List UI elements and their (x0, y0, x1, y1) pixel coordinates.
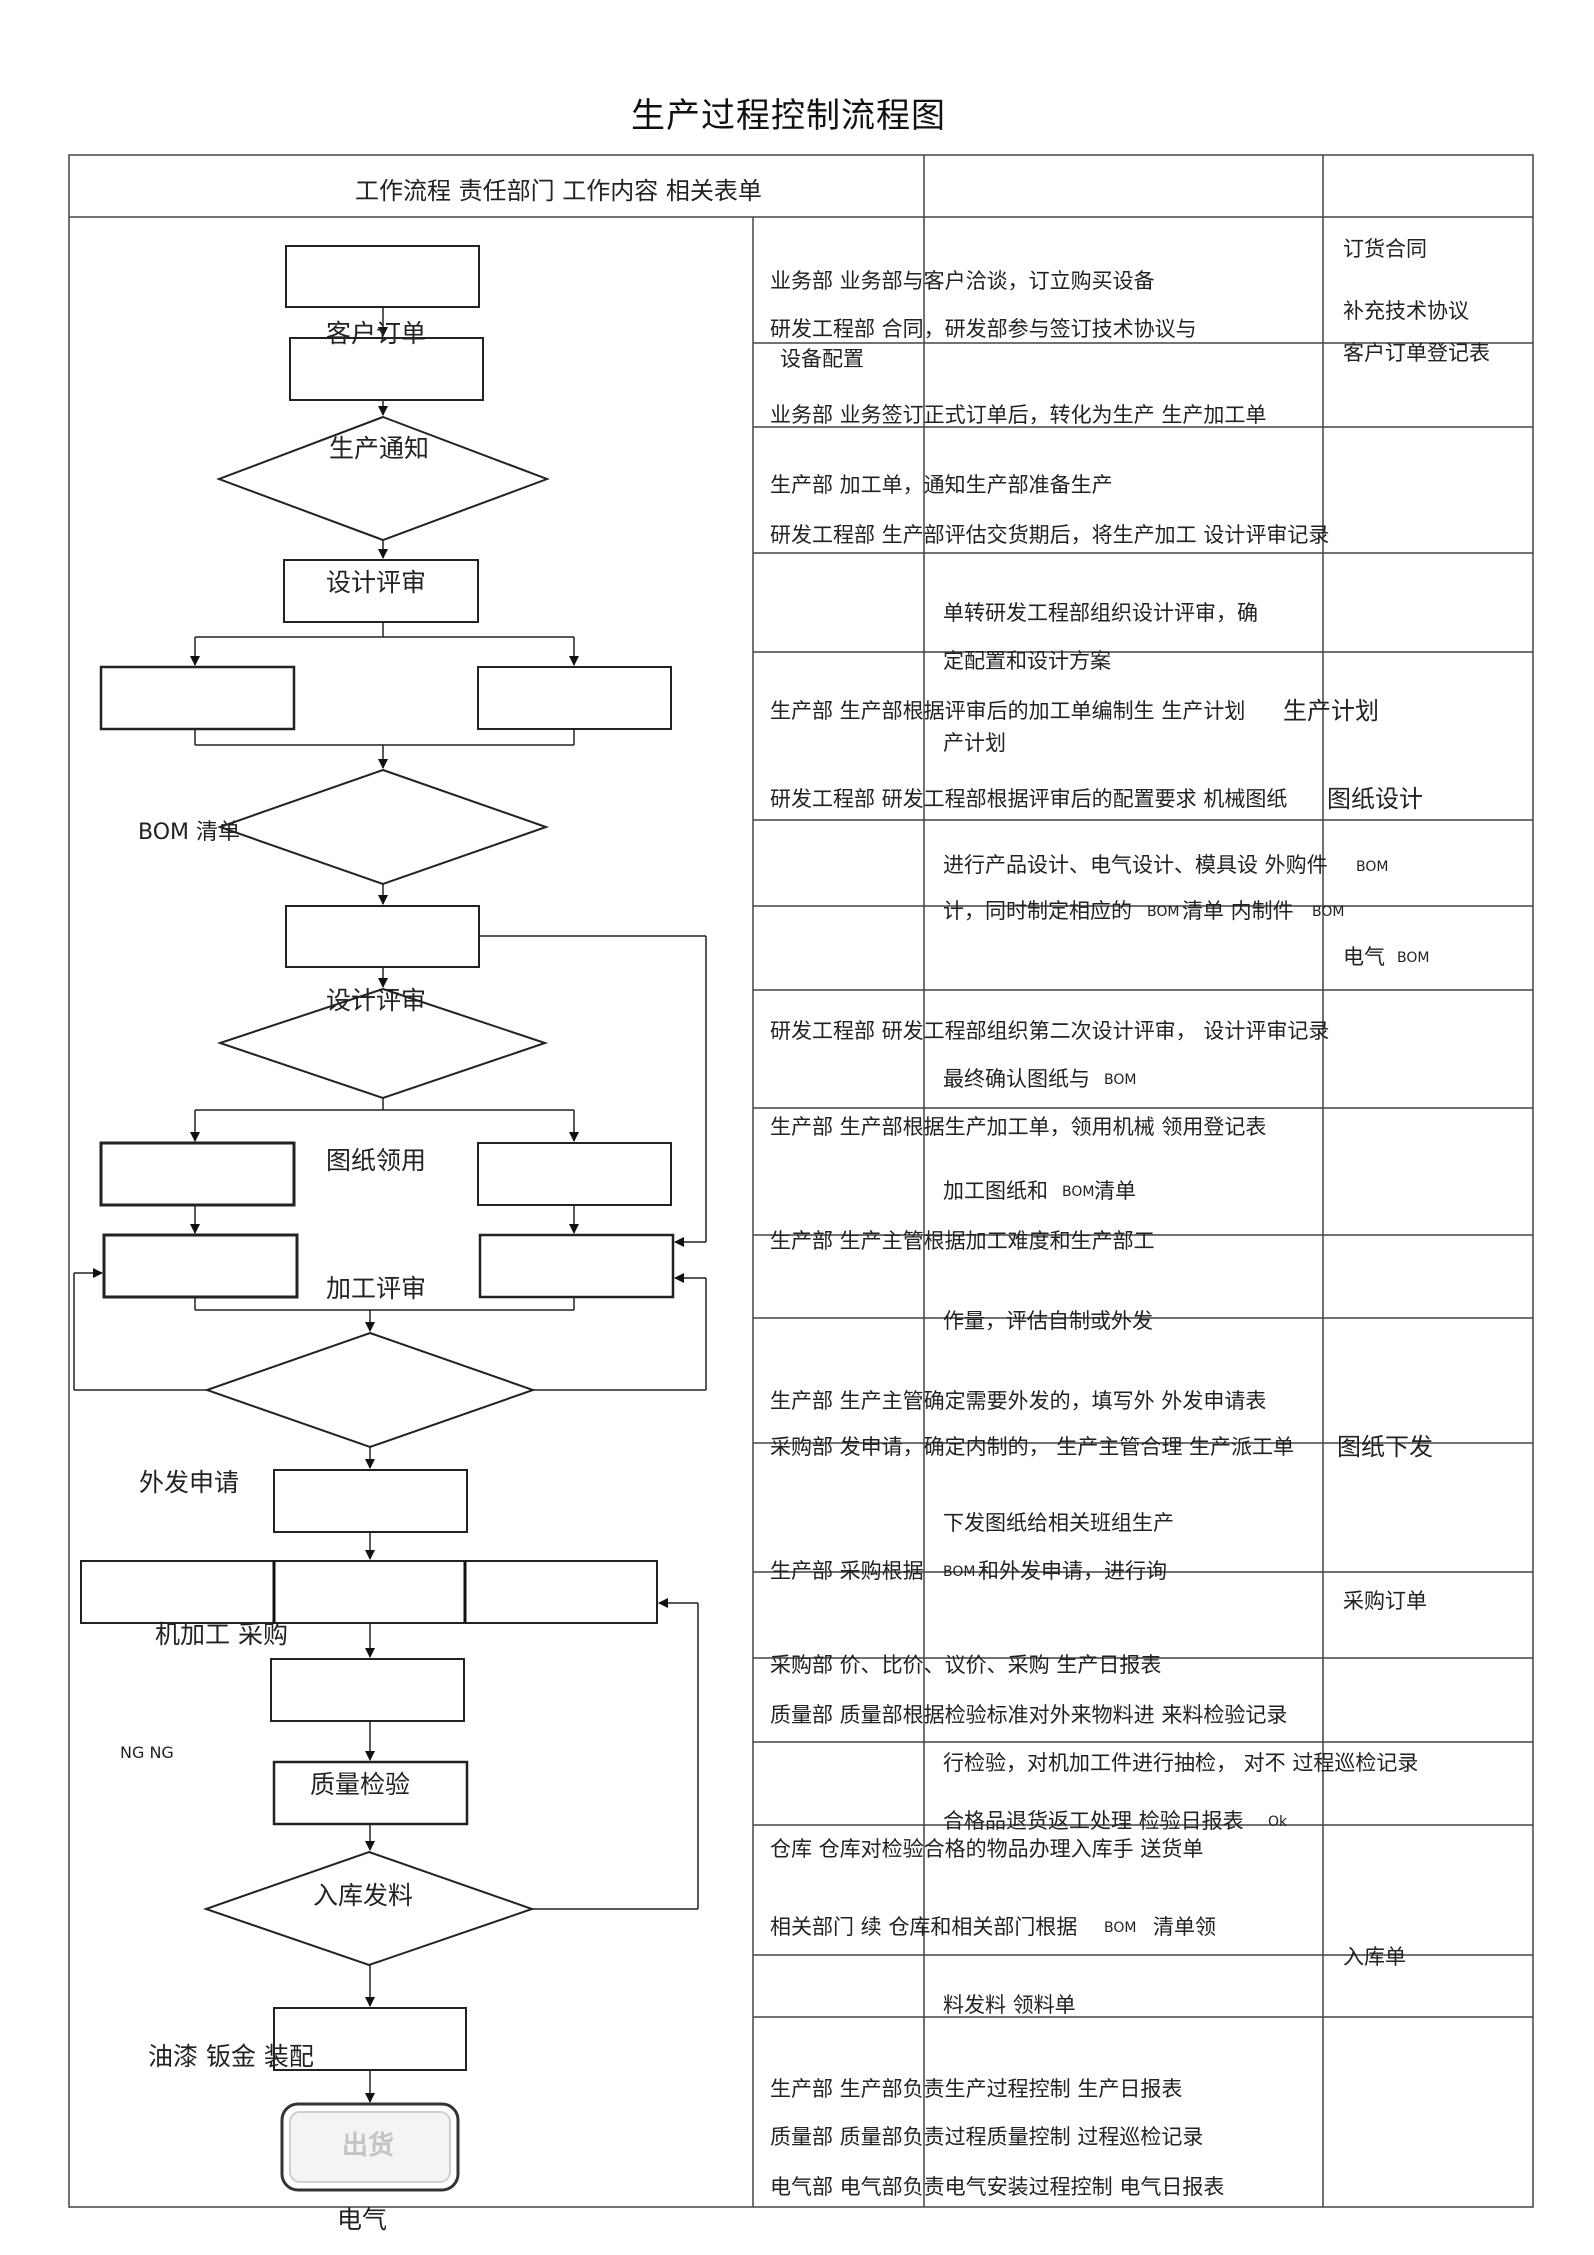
row-text: 设备配置 (780, 347, 864, 371)
form-label: 客户订单登记表 (1343, 341, 1490, 365)
label-customer-order: 客户订单 (326, 319, 427, 348)
row-text: 采购部 发申请，确定内制的， 生产主管合理 生产派工单 (770, 1435, 1295, 1459)
label-bom-list: BOM 清单 (138, 820, 240, 845)
diamond-bom (216, 768, 550, 886)
row-text: 生产部 生产部根据评审后的加工单编制生 生产计划 (770, 699, 1246, 723)
small-label: Ok (1268, 1814, 1288, 1830)
form-label: 生产计划 (1283, 697, 1379, 725)
table-header: 工作流程 责任部门 工作内容 相关表单 (355, 177, 762, 205)
small-label: BOM (1147, 904, 1180, 920)
label-quality-inspection: 质量检验 (310, 1770, 411, 1799)
row-text: 电气 (1343, 945, 1385, 969)
box-machining-mid (273, 1560, 466, 1624)
box-drawing-mech (99, 1141, 296, 1207)
small-label: BOM (1062, 1184, 1095, 1200)
row-text: 作量，评估自制或外发 (943, 1309, 1153, 1333)
row-text: 下发图纸给相关班组生产 (943, 1511, 1174, 1535)
page-title: 生产过程控制流程图 (631, 96, 946, 136)
box-mech-design (99, 665, 296, 731)
label-outsource-request: 外发申请 (139, 1468, 240, 1497)
box-outsource-parts (270, 1658, 465, 1722)
box-outsource (273, 1469, 468, 1533)
row-text: 和外发申请，进行询 (978, 1559, 1167, 1583)
box-order-register (289, 337, 484, 401)
form-label: 采购订单 (1343, 1589, 1427, 1613)
row-text: 业务部 业务部与客户洽谈，订立购买设备 (770, 269, 1155, 293)
label-design-review: 设计评审 (326, 568, 427, 597)
row-text: 仓库 仓库对检验合格的物品办理入库手 送货单 (770, 1837, 1204, 1861)
row-text: 质量部 质量部负责过程质量控制 过程巡检记录 (770, 2125, 1204, 2149)
box-customer-order (285, 245, 480, 308)
ship-button[interactable]: 出货 (342, 2131, 395, 2161)
row-text: 合格品退货返工处理 检验日报表 (943, 1809, 1244, 1833)
row-text: 最终确认图纸与 (943, 1067, 1090, 1091)
row-text: 清单 (1094, 1179, 1136, 1203)
label-production-notice: 生产通知 (329, 434, 430, 463)
row-text: 单转研发工程部组织设计评审，确 (943, 601, 1258, 625)
label-electrical: 电气 (337, 2205, 388, 2234)
row-text: 质量部 质量部根据检验标准对外来物料进 来料检验记录 (770, 1703, 1288, 1727)
row-text: 生产部 生产主管确定需要外发的，填写外 外发申请表 (770, 1389, 1267, 1413)
form-label: 订货合同 (1343, 237, 1427, 261)
form-label: 补充技术协议 (1343, 299, 1469, 323)
row-text: 清单领 (1153, 1915, 1216, 1939)
form-label: 入库单 (1343, 1945, 1406, 1969)
form-label: 图纸设计 (1327, 785, 1423, 813)
row-text: 生产部 生产部负责生产过程控制 生产日报表 (770, 2077, 1183, 2101)
row-text: 加工图纸和 (943, 1179, 1048, 1203)
small-label: BOM (1104, 1920, 1137, 1936)
table-frame (68, 154, 1534, 2208)
diamond-process-review (203, 1331, 537, 1449)
row-text: 清单 内制件 (1182, 899, 1294, 923)
label-drawing-issue: 图纸领用 (326, 1146, 427, 1175)
row-text: 研发工程部 合同，研发部参与签订技术协议与 (770, 317, 1197, 341)
label-paint-sheet-assembly: 油漆 钣金 装配 (148, 2042, 314, 2071)
row-text: 计，同时制定相应的 (943, 899, 1132, 923)
row-text: 研发工程部 研发工程部根据评审后的配置要求 机械图纸 (770, 787, 1288, 811)
box-process-left (102, 1233, 299, 1299)
label-design-review-2: 设计评审 (326, 986, 427, 1015)
row-text: 业务部 业务签订正式订单后，转化为生产 生产加工单 (770, 403, 1267, 427)
label-ng: NG NG (120, 1743, 174, 1762)
box-machining (80, 1560, 275, 1624)
row-text: 研发工程部 研发工程部组织第二次设计评审， 设计评审记录 (770, 1019, 1330, 1043)
box-drawing-elec (477, 1142, 672, 1206)
box-assembly (273, 2007, 467, 2071)
small-label: BOM (943, 1564, 976, 1580)
row-text: 料发料 领料单 (943, 1993, 1076, 2017)
row-text: 产计划 (943, 731, 1006, 755)
small-label: BOM (1312, 904, 1345, 920)
row-text: 生产部 生产部根据生产加工单，领用机械 领用登记表 (770, 1115, 1267, 1139)
label-machining-purchase: 机加工 采购 (155, 1620, 288, 1649)
row-text: 相关部门 续 仓库和相关部门根据 (770, 1915, 1078, 1939)
row-text: 定配置和设计方案 (943, 649, 1111, 673)
small-label: BOM (1397, 950, 1430, 966)
row-text: 研发工程部 生产部评估交货期后，将生产加工 设计评审记录 (770, 523, 1330, 547)
row-text: 生产部 加工单，通知生产部准备生产 (770, 473, 1113, 497)
box-quality (272, 1760, 469, 1826)
box-bom (285, 905, 480, 968)
form-label: 图纸下发 (1337, 1433, 1433, 1461)
label-warehouse-issue: 入库发料 (313, 1881, 414, 1910)
small-label: BOM (1104, 1072, 1137, 1088)
row-text: 进行产品设计、电气设计、模具设 外购件 (943, 853, 1328, 877)
row-text: 行检验，对机加工件进行抽检， 对不 过程巡检记录 (943, 1751, 1419, 1775)
row-text: 生产部 生产主管根据加工难度和生产部工 (770, 1229, 1155, 1253)
box-elec-design (477, 666, 672, 730)
row-text: 采购部 价、比价、议价、采购 生产日报表 (770, 1653, 1162, 1677)
label-process-review: 加工评审 (326, 1274, 427, 1303)
small-label: BOM (1356, 859, 1389, 875)
box-purchase (464, 1560, 658, 1624)
box-design-review (283, 559, 479, 623)
row-text: 电气部 电气部负责电气安装过程控制 电气日报表 (770, 2175, 1225, 2199)
box-process-right (478, 1233, 675, 1299)
row-text: 生产部 采购根据 (770, 1559, 924, 1583)
diamond-warehouse (202, 1850, 536, 1967)
